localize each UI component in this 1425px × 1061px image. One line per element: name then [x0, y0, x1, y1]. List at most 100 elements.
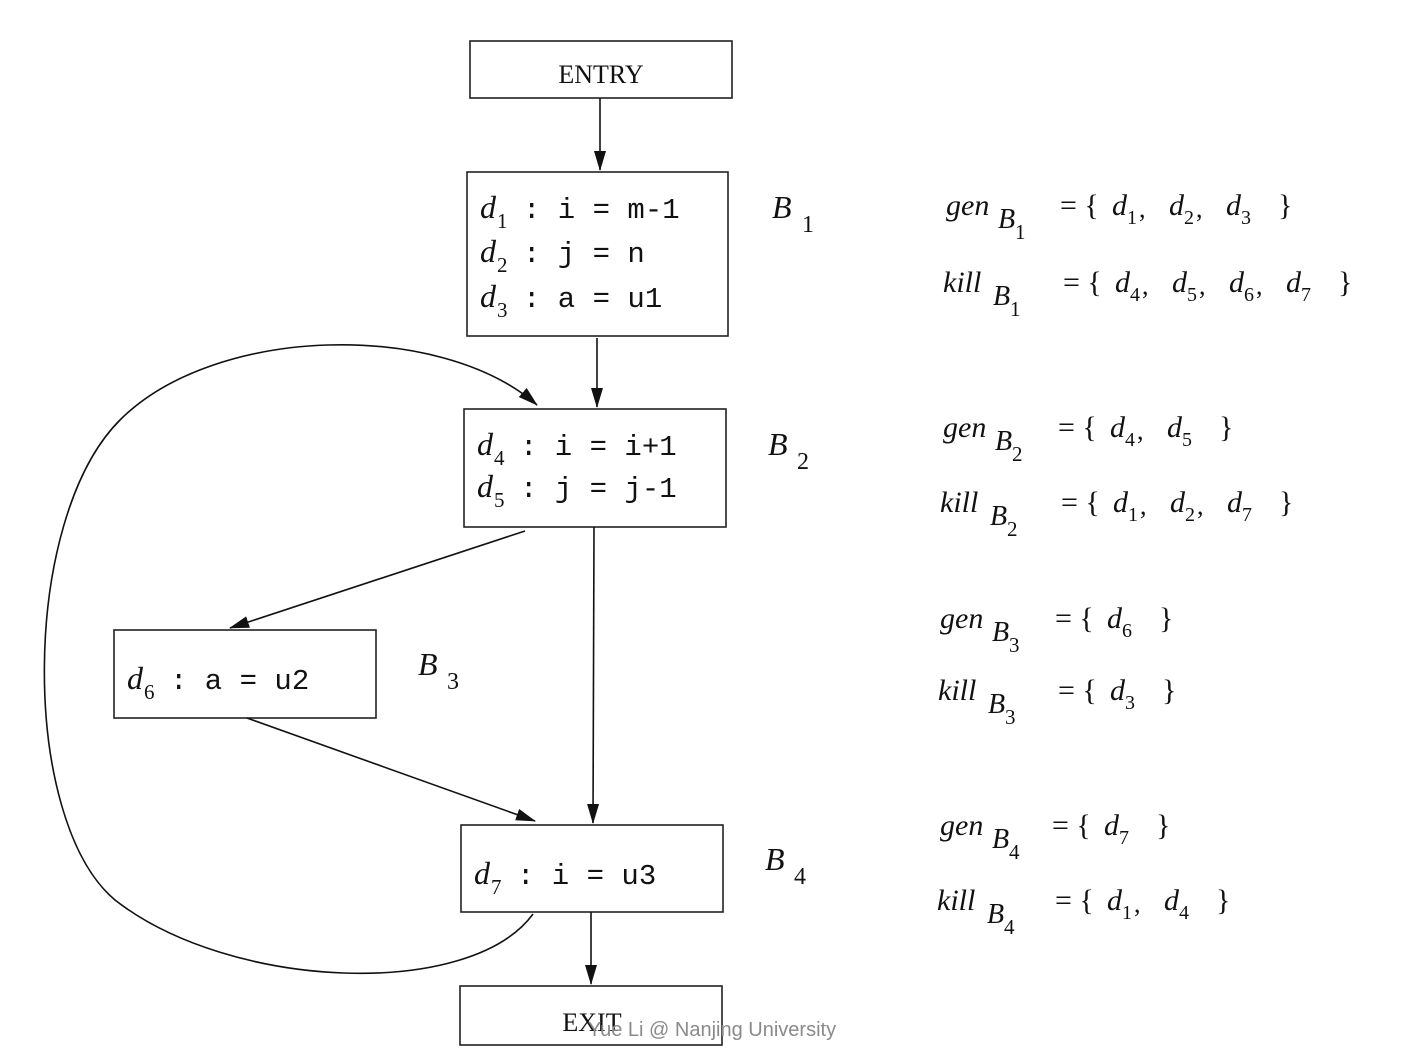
- kill-sub-index: 2: [1007, 517, 1018, 541]
- watermark: Yue Li @ Nanjing University: [588, 1019, 836, 1041]
- svg-text:2: 2: [797, 449, 809, 475]
- def-label: d: [127, 660, 144, 696]
- set-elem: d: [1172, 266, 1188, 299]
- set-elem: d: [1167, 411, 1183, 444]
- set-elem: d: [1107, 602, 1123, 635]
- set-open: = {: [1063, 266, 1102, 299]
- svg-text:B: B: [418, 646, 438, 682]
- stmt-code: : i = u3: [517, 860, 656, 893]
- set-elem: d: [1170, 486, 1186, 519]
- set-open: = {: [1055, 884, 1094, 917]
- set-comma: ,: [1196, 194, 1203, 223]
- gen-sub-block: B: [995, 426, 1012, 457]
- set-elem-index: 6: [1122, 620, 1132, 642]
- set-elem-index: 7: [1301, 284, 1311, 306]
- set-elem-index: 2: [1185, 504, 1195, 526]
- kill-label: kill: [938, 674, 976, 707]
- set-comma: ,: [1199, 271, 1206, 300]
- edge-b2-b4: [587, 526, 600, 824]
- def-label: d: [480, 189, 497, 225]
- edges: [43, 98, 606, 985]
- svg-text:B: B: [772, 189, 792, 225]
- gen-sub-index: 1: [1015, 220, 1026, 244]
- block-label-b4: B 4: [765, 841, 806, 890]
- b1-stmt-2: d 2 : j = n: [480, 233, 645, 277]
- set-elem: d: [1115, 266, 1131, 299]
- set-elem-index: 3: [1125, 692, 1135, 714]
- b1-stmt-1: d 1 : i = m-1: [480, 189, 680, 233]
- set-elem-index: 3: [1241, 207, 1251, 229]
- edge-b3-b4: [246, 717, 536, 822]
- set-elem-index: 2: [1184, 207, 1194, 229]
- set-elem-index: 1: [1127, 207, 1137, 229]
- set-elem: d: [1112, 189, 1128, 222]
- set-comma: ,: [1142, 271, 1149, 300]
- b1-stmt-3: d 3 : a = u1: [480, 278, 662, 322]
- kill-label: kill: [940, 486, 978, 519]
- set-elem: d: [1104, 809, 1120, 842]
- set-close: }: [1216, 884, 1230, 917]
- kill-sub-index: 4: [1004, 915, 1015, 939]
- kill-sub-block: B: [988, 689, 1005, 720]
- set-close: }: [1159, 602, 1173, 635]
- block-b1: d 1 : i = m-1 d 2 : j = n d 3 : a = u1: [466, 171, 729, 337]
- set-elem: d: [1113, 486, 1129, 519]
- gen-sub-index: 3: [1009, 633, 1020, 657]
- svg-text:B: B: [765, 841, 785, 877]
- set-open: = {: [1060, 189, 1099, 222]
- set-elem: d: [1110, 674, 1126, 707]
- block-label-b2: B 2: [768, 426, 809, 475]
- entry-label: ENTRY: [558, 60, 643, 89]
- stmt-code: : j = n: [523, 238, 645, 271]
- set-elem: d: [1227, 486, 1243, 519]
- stmt-code: : a = u1: [523, 283, 662, 316]
- exit-node: EXIT: [459, 985, 723, 1046]
- set-comma: ,: [1137, 416, 1144, 445]
- def-index: 4: [494, 446, 505, 470]
- block-b2: d 4 : i = i+1 d 5 : j = j-1: [463, 408, 727, 528]
- kill-label: kill: [943, 266, 981, 299]
- set-elem: d: [1229, 266, 1245, 299]
- set-elem-index: 4: [1179, 902, 1189, 924]
- set-open: = {: [1058, 411, 1097, 444]
- stmt-code: : j = j-1: [520, 473, 677, 506]
- gen-sub-index: 2: [1012, 442, 1023, 466]
- set-elem: d: [1164, 884, 1180, 917]
- kill-sub-block: B: [990, 501, 1007, 532]
- set-close: }: [1279, 486, 1293, 519]
- set-close: }: [1278, 189, 1292, 222]
- gen-sub-block: B: [998, 204, 1015, 235]
- set-elem-index: 7: [1242, 504, 1252, 526]
- set-open: = {: [1061, 486, 1100, 519]
- kill-label: kill: [937, 884, 975, 917]
- svg-text:4: 4: [794, 864, 806, 890]
- def-label: d: [480, 278, 497, 314]
- gen-sub-block: B: [992, 824, 1009, 855]
- svg-text:3: 3: [447, 669, 459, 695]
- set-comma: ,: [1134, 889, 1141, 918]
- kill-sub-index: 1: [1010, 297, 1021, 321]
- edge-b2-b3: [229, 530, 526, 629]
- def-label: d: [477, 468, 494, 504]
- gen-label: gen: [943, 411, 986, 444]
- set-elem-index: 7: [1119, 827, 1129, 849]
- set-elem-index: 1: [1122, 902, 1132, 924]
- set-elem: d: [1286, 266, 1302, 299]
- def-index: 1: [497, 209, 508, 233]
- set-comma: ,: [1140, 491, 1147, 520]
- b2-stmt-1: d 4 : i = i+1: [477, 426, 677, 470]
- kill-sub-block: B: [993, 281, 1010, 312]
- svg-text:B: B: [768, 426, 788, 462]
- set-elem-index: 5: [1182, 429, 1192, 451]
- stmt-code: : i = m-1: [523, 194, 680, 227]
- kill-sub-block: B: [987, 899, 1004, 930]
- set-elem: d: [1169, 189, 1185, 222]
- b2-stmt-2: d 5 : j = j-1: [477, 468, 677, 512]
- set-comma: ,: [1256, 271, 1263, 300]
- set-elem-index: 4: [1130, 284, 1140, 306]
- set-elem: d: [1107, 884, 1123, 917]
- gen-label: gen: [940, 602, 983, 635]
- set-elem: d: [1110, 411, 1126, 444]
